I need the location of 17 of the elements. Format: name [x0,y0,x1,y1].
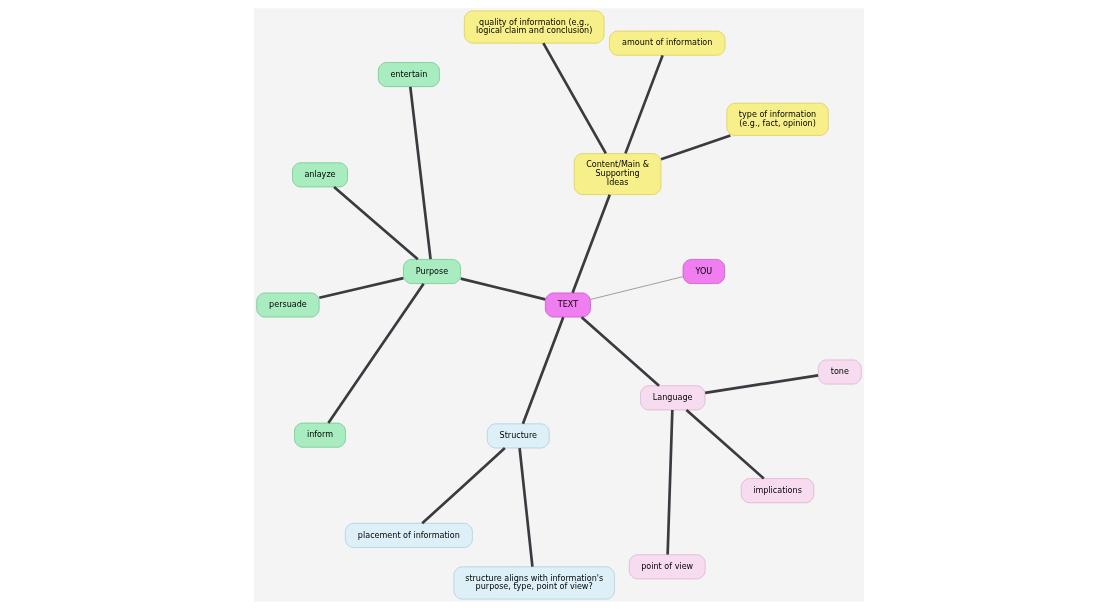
connector [660,134,731,161]
connector [521,316,565,425]
connector [409,86,432,260]
connector [318,276,404,300]
connector [327,283,425,424]
connector [685,408,765,480]
connector [421,447,506,525]
connector [580,316,660,387]
connector [704,374,819,395]
connector [542,42,607,154]
connector [666,409,674,555]
connector [518,448,534,567]
connector [333,186,419,261]
connector [624,54,664,154]
connector [460,277,546,301]
connector [590,276,684,300]
connector [571,194,611,294]
